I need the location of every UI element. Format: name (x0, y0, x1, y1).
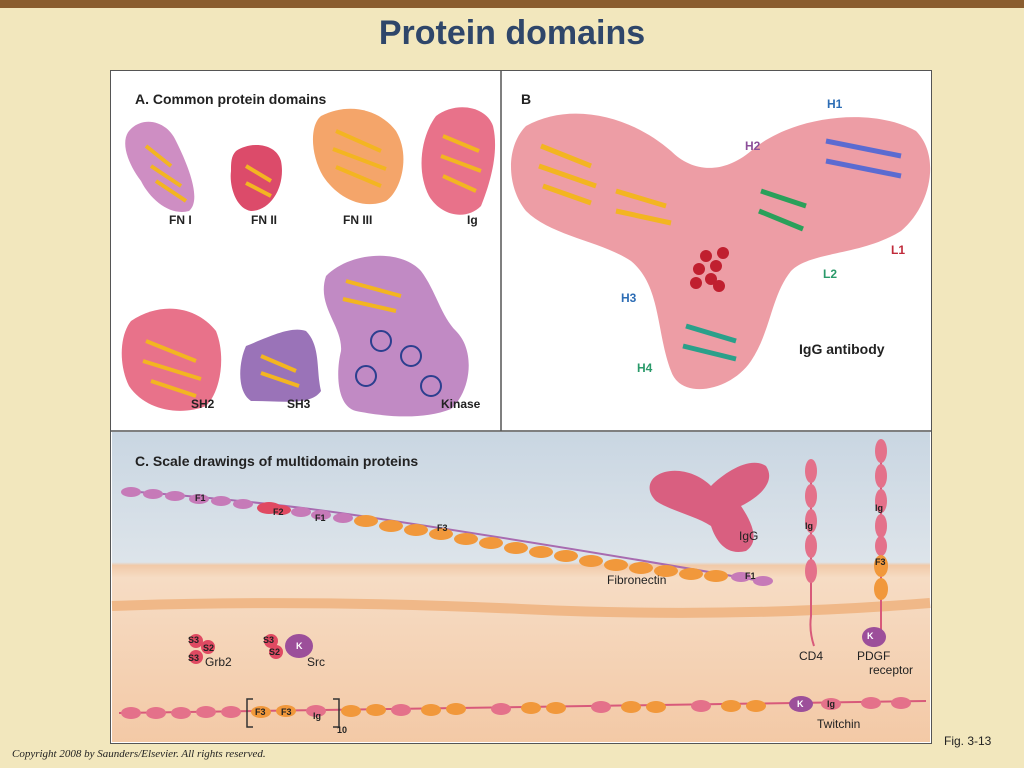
slide-title: Protein domains (378, 14, 646, 52)
src-k-label: K (296, 641, 303, 651)
twitchin-label: Twitchin (817, 717, 861, 731)
fn-f3-label: F3 (437, 523, 448, 533)
fn1-domain-shape (125, 121, 195, 212)
kinase-helices (355, 330, 442, 397)
domain-label-ig: Ig (467, 213, 478, 227)
domain-label-fn3: FN III (343, 213, 373, 227)
fn1-strands (144, 144, 188, 203)
fibronectin-chain (121, 487, 773, 586)
kinase-strands (342, 279, 402, 313)
twitchin-k-label: K (797, 699, 804, 709)
fn2-domain-shape (230, 145, 282, 211)
chain-label-l2: L2 (823, 267, 838, 281)
domain-label-fn1: FN I (169, 213, 192, 227)
top-bar (0, 0, 1024, 8)
chain-label-h4: H4 (637, 361, 653, 375)
igg-shape (649, 462, 770, 552)
sh3-strands (260, 354, 300, 388)
pdgf-ig-label: Ig (875, 503, 883, 513)
pdgf-chain (862, 439, 888, 647)
twitchin-f3-label-2: F3 (281, 707, 292, 717)
domain-label-fn2: FN II (251, 213, 277, 227)
panel-b-antibody (511, 113, 931, 390)
fn-f1-label-3: F1 (745, 571, 756, 581)
src-s3-label: S3 (263, 635, 275, 645)
carbohydrate-spheres (690, 247, 729, 292)
fn-f1-label: F1 (195, 493, 206, 503)
cd4-chain (805, 459, 817, 647)
chain-label-h3: H3 (621, 291, 637, 305)
panel-b-label: B (521, 91, 532, 107)
grb2-s3-label-2: S3 (188, 653, 200, 663)
copyright-notice: Copyright 2008 by Saunders/Elsevier. All… (12, 748, 266, 760)
twitchin-ig-label-2: Ig (827, 699, 835, 709)
figure-number: Fig. 3-13 (944, 734, 992, 748)
kinase-domain-shape (323, 255, 469, 417)
figure-3-13: A. Common protein domains FN I FN II FN … (110, 70, 932, 744)
pdgf-label-line1: PDGF (857, 649, 891, 663)
igg-antibody-caption: IgG antibody (799, 341, 885, 357)
twitchin-chain (118, 696, 927, 728)
sh2-strands (142, 339, 202, 398)
domain-label-sh2: SH2 (191, 397, 215, 411)
twitchin-f3-label: F3 (255, 707, 266, 717)
chain-label-h2: H2 (745, 139, 761, 153)
pdgf-k-label: K (867, 631, 874, 641)
fn3-strands (332, 129, 387, 188)
fn-f2-label: F2 (273, 507, 284, 517)
panel-a-domains (121, 107, 496, 417)
pdgf-label-line2: receptor (869, 663, 914, 677)
igg-label: IgG (739, 529, 759, 543)
grb2-s2-label: S2 (203, 643, 215, 653)
cd4-ig-label: Ig (805, 521, 813, 531)
fibronectin-label: Fibronectin (607, 573, 667, 587)
src-s2-label: S2 (269, 647, 281, 657)
grb2-label: Grb2 (205, 655, 232, 669)
chain-label-l1: L1 (891, 243, 906, 257)
fn-f1-label-2: F1 (315, 513, 326, 523)
chain-label-h1: H1 (827, 97, 843, 111)
figure-art (111, 71, 931, 742)
domain-label-sh3: SH3 (287, 397, 311, 411)
sh2-domain-shape (121, 308, 222, 411)
twitchin-repeat-label: 10 (337, 725, 348, 735)
fn2-strands (244, 164, 273, 198)
panel-c-label: C. Scale drawings of multidomain protein… (135, 453, 419, 469)
ig-strands (440, 134, 482, 193)
domain-label-kinase: Kinase (441, 397, 481, 411)
panel-a-label: A. Common protein domains (135, 91, 327, 107)
src-shape (264, 634, 313, 659)
membrane (111, 598, 931, 618)
grb2-shape (189, 634, 215, 664)
twitchin-ig-label: Ig (313, 711, 321, 721)
pdgf-f3-label: F3 (875, 557, 886, 567)
panel-c-background (112, 432, 930, 742)
grb2-s3-label: S3 (188, 635, 200, 645)
src-label: Src (307, 655, 325, 669)
cd4-label: CD4 (799, 649, 824, 663)
